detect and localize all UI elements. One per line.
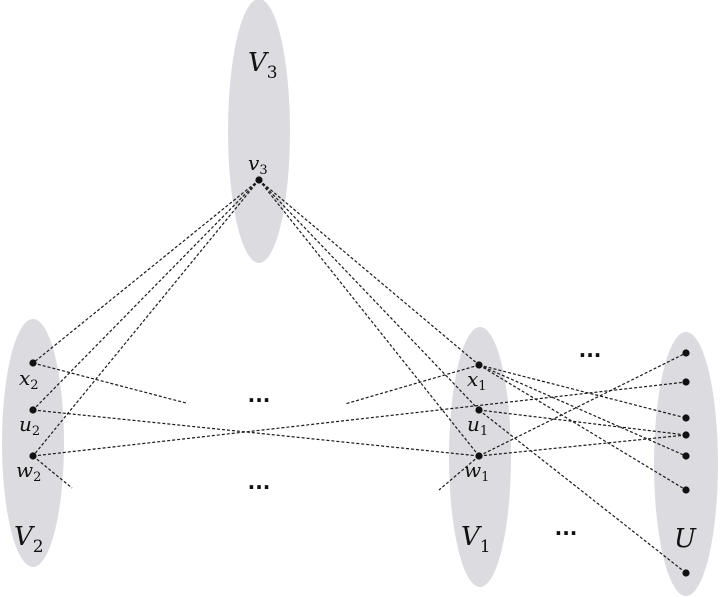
vertex-v3 — [255, 176, 263, 184]
edge-stub-w1 — [438, 455, 480, 491]
set-label-v1: V1 — [461, 522, 491, 557]
set-label-v2: V2 — [14, 522, 44, 557]
set-ellipse-v2 — [2, 319, 64, 567]
vertices — [29, 176, 690, 577]
edge-w2-U2 — [32, 381, 687, 457]
edge-stub-x2 — [32, 362, 187, 404]
vertex-U1 — [682, 349, 690, 357]
vertex-x2 — [29, 359, 37, 367]
vertex-U2 — [682, 378, 690, 386]
vertex-w1 — [475, 452, 483, 460]
edge-u2-w1 — [32, 409, 480, 457]
edges — [32, 179, 687, 574]
ellipsis-marks: ··· ··· ··· ··· — [248, 343, 602, 545]
edge-stubs — [32, 362, 480, 491]
vertex-u2 — [29, 406, 37, 414]
vertex-U5 — [682, 452, 690, 460]
set-label-u: U — [674, 524, 697, 554]
vertex-x1 — [475, 361, 483, 369]
vertex-label-v3: v3 — [248, 151, 268, 178]
vertex-U3 — [682, 414, 690, 422]
edge-v3-u1 — [258, 179, 480, 411]
set-labels: V3 V2 V1 U — [14, 48, 697, 557]
edge-w1-U1 — [478, 352, 687, 457]
edge-v3-w1 — [258, 179, 480, 457]
vertex-U7 — [682, 569, 690, 577]
edge-u1-U7 — [478, 409, 687, 574]
vertex-label-x2: x2 — [19, 366, 39, 393]
edge-x1-U5 — [478, 364, 687, 457]
edge-v3-u2 — [32, 179, 260, 411]
vertex-label-w1: w1 — [464, 458, 489, 485]
edge-x1-U6 — [478, 364, 687, 491]
vertex-label-w2: w2 — [16, 458, 41, 485]
edge-x1-U3 — [478, 364, 687, 419]
vertex-label-u1: u1 — [467, 412, 488, 439]
edge-v3-x1 — [258, 179, 480, 366]
ellipsis-mid-bottom: ··· — [248, 475, 271, 499]
ellipsis-top-right: ··· — [579, 343, 602, 367]
vertex-labels: v3 x2 u2 w2 x1 u1 w1 — [16, 151, 489, 485]
vertex-w2 — [29, 452, 37, 460]
ellipsis-bottom-right: ··· — [555, 521, 578, 545]
set-label-v3: V3 — [248, 48, 278, 83]
edge-v3-x2 — [32, 179, 260, 364]
edge-stub-w2 — [32, 455, 73, 489]
set-ellipse-v3 — [228, 0, 290, 263]
vertex-U6 — [682, 486, 690, 494]
edge-stub-x1 — [344, 364, 480, 405]
set-ellipse-u — [654, 332, 718, 596]
vertex-U4 — [682, 431, 690, 439]
vertex-label-x1: x1 — [467, 367, 487, 394]
edge-v3-w2 — [32, 179, 260, 457]
ellipsis-mid-top: ··· — [248, 388, 271, 412]
vertex-label-u2: u2 — [19, 412, 40, 439]
vertex-u1 — [475, 406, 483, 414]
